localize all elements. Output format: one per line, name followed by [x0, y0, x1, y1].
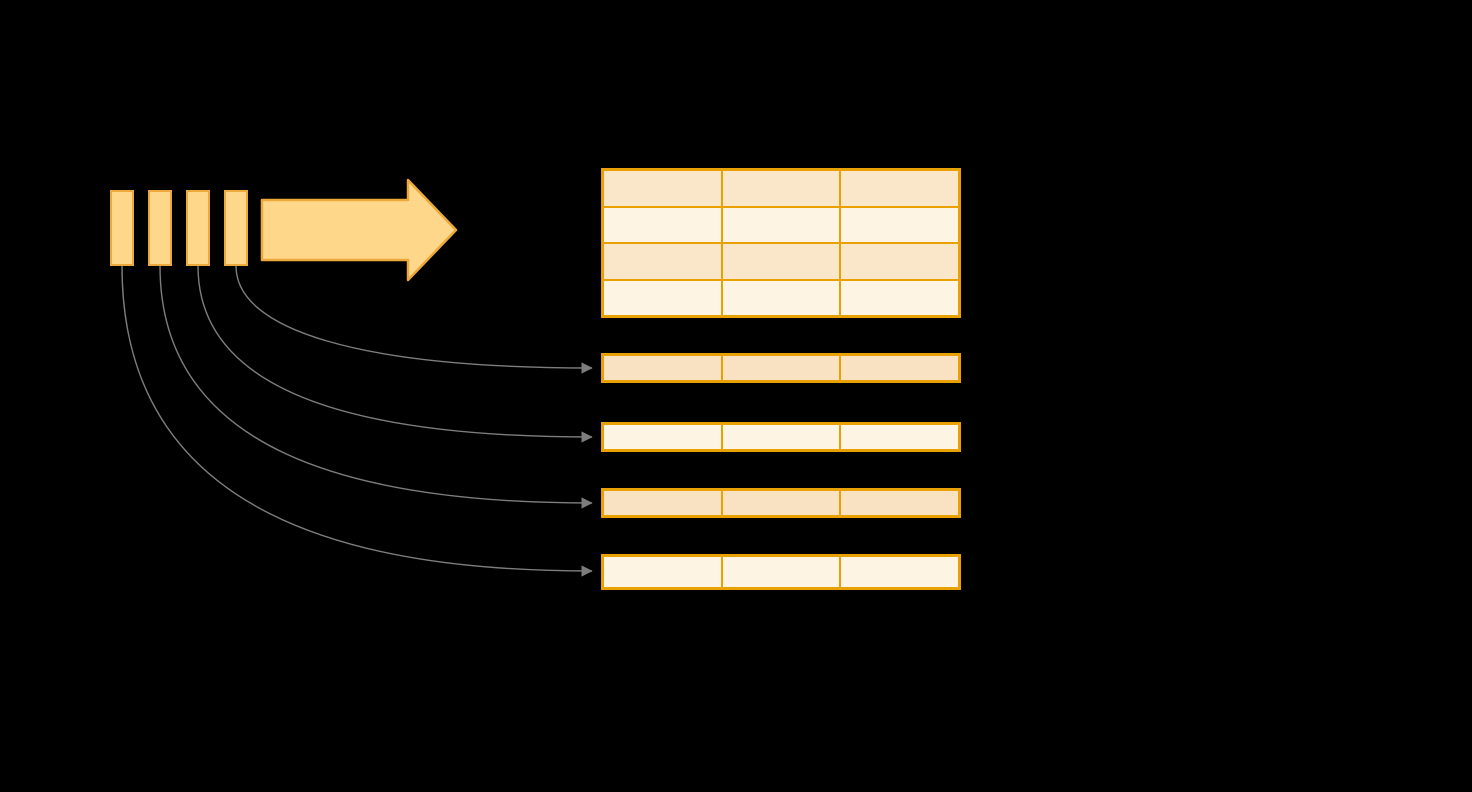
main-table-cell: [840, 206, 959, 243]
main-table: [601, 168, 961, 318]
row-table-cell: [721, 490, 841, 516]
row-table-4: [601, 554, 961, 590]
row-table-cell: [840, 424, 959, 450]
main-table-cell: [840, 279, 959, 316]
main-table-cell: [721, 170, 841, 207]
flow-arrow-icon: [260, 178, 458, 282]
row-table-cell: [840, 355, 959, 381]
row-table-cell: [721, 355, 841, 381]
row-table-cell: [603, 556, 722, 588]
stream-segment: [110, 190, 134, 266]
row-table-cell: [840, 490, 959, 516]
main-table-cell: [603, 243, 722, 280]
row-table-cell: [840, 556, 959, 588]
stream-segment: [148, 190, 172, 266]
main-table-cell: [721, 279, 841, 316]
data-stream: [110, 190, 260, 266]
row-table-3: [601, 488, 961, 518]
connector-curve: [121, 265, 593, 577]
main-table-cell: [840, 243, 959, 280]
row-table-cell: [721, 424, 841, 450]
main-table-cell: [721, 206, 841, 243]
connector-curve: [197, 265, 593, 443]
row-table-cell: [603, 424, 722, 450]
main-table-cell: [603, 206, 722, 243]
main-table-cell: [721, 243, 841, 280]
stream-segment: [224, 190, 248, 266]
main-table-cell: [603, 279, 722, 316]
flow-arrow-shape: [260, 178, 458, 282]
row-table-cell: [721, 556, 841, 588]
connector-curve: [159, 265, 593, 509]
stream-segment: [186, 190, 210, 266]
main-table-cell: [840, 170, 959, 207]
row-table-cell: [603, 490, 722, 516]
row-table-1: [601, 353, 961, 383]
row-table-cell: [603, 355, 722, 381]
main-table-cell: [603, 170, 722, 207]
row-table-2: [601, 422, 961, 452]
